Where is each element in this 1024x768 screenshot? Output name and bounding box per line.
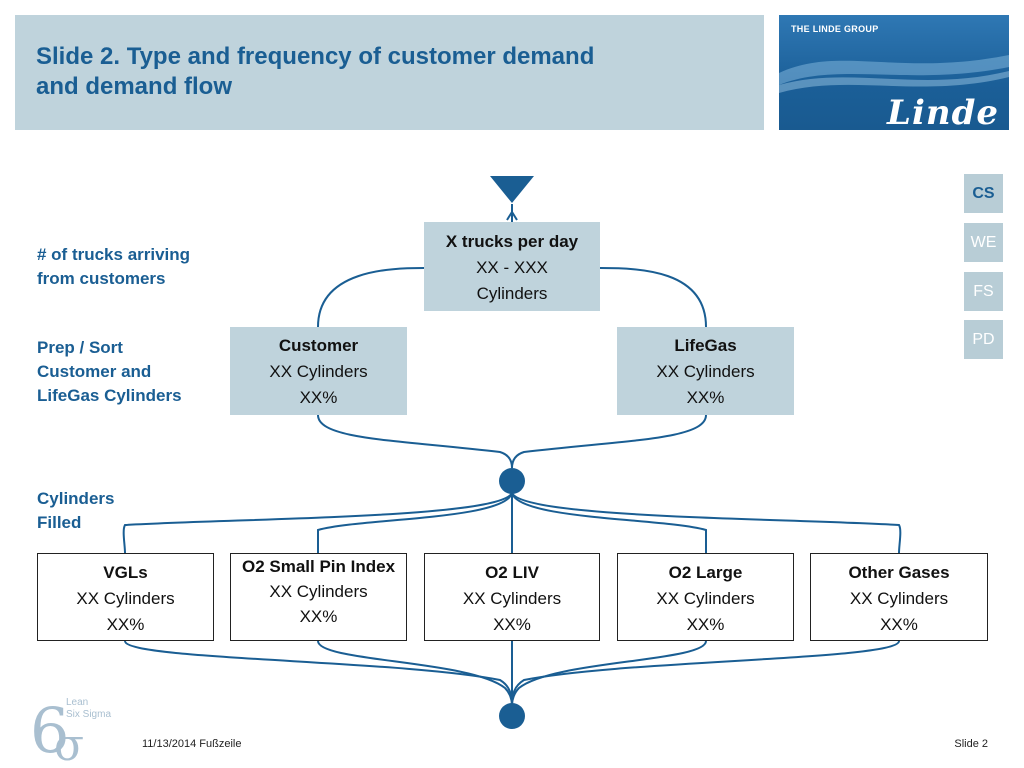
row-label-trucks: # of trucks arriving from customers [37, 243, 190, 291]
o2-small-pin-box-cylinders: XX Cylinders [269, 582, 368, 601]
row-label-filled: Cylinders Filled [37, 487, 114, 535]
trucks-box-range: XX - XXX [476, 258, 548, 277]
row-label-filled-line2: Filled [37, 513, 82, 532]
lifegas-box: LifeGas XX Cylinders XX% [617, 327, 794, 415]
o2-liv-box-percent: XX% [493, 615, 531, 634]
trucks-box-unit: Cylinders [476, 284, 548, 303]
customer-box-title: Customer [278, 336, 359, 355]
logo-brand-text: Linde [887, 93, 999, 130]
merge-node-top [499, 468, 525, 494]
merge-node-bottom [499, 703, 525, 729]
row-label-trucks-line1: # of trucks arriving [37, 245, 191, 264]
o2-small-pin-box-title: O2 Small Pin Index [241, 557, 396, 576]
page-title-line1: Slide 2. Type and frequency of customer … [36, 43, 595, 70]
trucks-box-title: X trucks per day [445, 232, 579, 251]
svg-text:6: 6 [30, 694, 69, 764]
lifegas-box-title: LifeGas [674, 336, 737, 355]
vgls-box: VGLs XX Cylinders XX% [37, 553, 214, 641]
o2-small-pin-index-box: O2 Small Pin Index XX Cylinders XX% [230, 553, 407, 641]
row-label-prep-line2: Customer and [37, 362, 152, 381]
side-nav-fs[interactable]: FS [964, 272, 1003, 311]
other-gases-box-percent: XX% [880, 615, 918, 634]
top-arrow-marker [490, 176, 534, 203]
lean-text: Lean [66, 697, 89, 708]
vgls-box-cylinders: XX Cylinders [76, 589, 175, 608]
customer-box-cylinders: XX Cylinders [269, 362, 368, 381]
page-title: Slide 2. Type and frequency of customer … [36, 42, 736, 102]
trucks-per-day-box: X trucks per day XX - XXX Cylinders [424, 222, 600, 311]
o2-large-box-cylinders: XX Cylinders [656, 589, 755, 608]
logo-swoosh-graphic [779, 55, 1009, 93]
customer-box-percent: XX% [299, 388, 338, 407]
linde-logo: THE LINDE GROUP Linde [779, 15, 1009, 130]
row-label-prep-line1: Prep / Sort [37, 338, 123, 357]
lifegas-box-percent: XX% [686, 388, 725, 407]
svg-text:σ: σ [54, 720, 84, 764]
lifegas-box-cylinders: XX Cylinders [656, 362, 755, 381]
footer-slide-number: Slide 2 [954, 738, 988, 750]
o2-large-box: O2 Large XX Cylinders XX% [617, 553, 794, 641]
footer-date: 11/13/2014 Fußzeile [142, 738, 242, 750]
o2-small-pin-box-percent: XX% [299, 607, 338, 626]
page-title-line2: and demand flow [36, 73, 233, 100]
o2-liv-box-cylinders: XX Cylinders [462, 589, 562, 608]
vgls-box-title: VGLs [103, 563, 148, 582]
side-nav-we[interactable]: WE [964, 223, 1003, 262]
logo-group-text: THE LINDE GROUP [791, 24, 879, 34]
title-band [15, 15, 764, 130]
row-label-trucks-line2: from customers [37, 269, 166, 288]
six-sigma-text: Six Sigma [66, 709, 112, 720]
other-gases-box-title: Other Gases [848, 563, 950, 582]
o2-large-box-title: O2 Large [668, 563, 743, 582]
o2-liv-box-title: O2 LIV [485, 563, 539, 582]
o2-liv-box: O2 LIV XX Cylinders XX% [424, 553, 600, 641]
o2-large-box-percent: XX% [686, 615, 725, 634]
lean-six-sigma-logo: 6 σ [30, 694, 84, 764]
customer-box: Customer XX Cylinders XX% [230, 327, 407, 415]
vgls-box-percent: XX% [106, 615, 145, 634]
other-gases-box-cylinders: XX Cylinders [849, 589, 949, 608]
row-label-filled-line1: Cylinders [37, 489, 115, 508]
other-gases-box: Other Gases XX Cylinders XX% [810, 553, 988, 641]
lean-six-sigma-text: Lean Six Sigma [66, 697, 111, 721]
side-nav-cs[interactable]: CS [964, 174, 1003, 213]
row-label-prep-line3: LifeGas Cylinders [37, 386, 182, 405]
side-nav-pd[interactable]: PD [964, 320, 1003, 359]
row-label-prep: Prep / Sort Customer and LifeGas Cylinde… [37, 336, 182, 408]
